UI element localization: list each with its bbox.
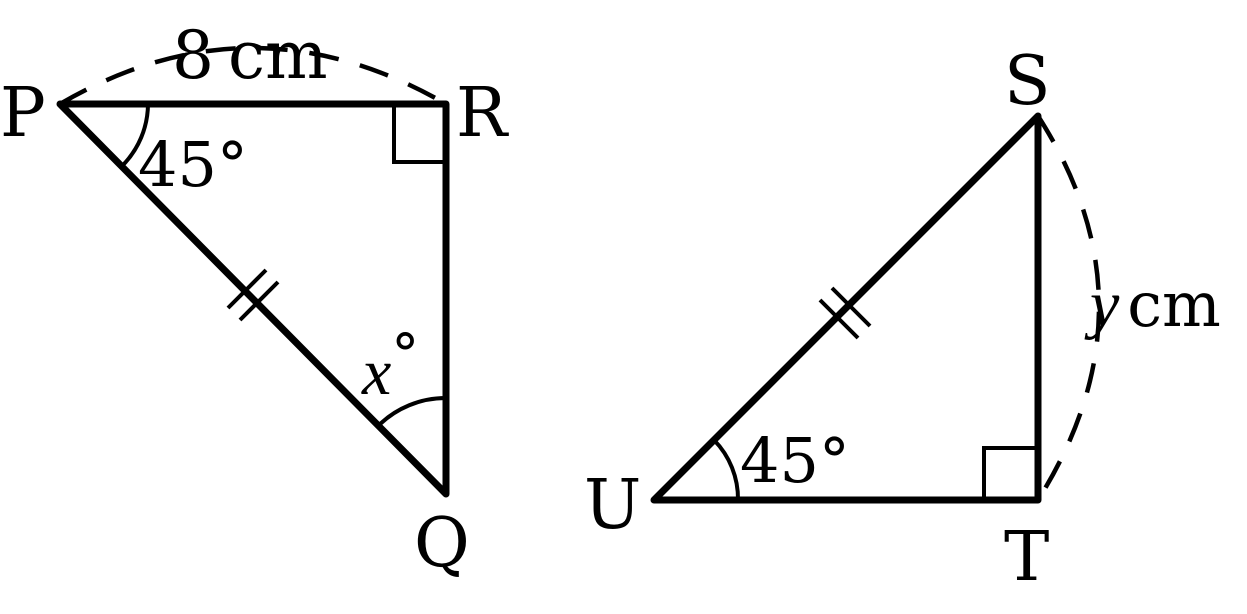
side-st-variable: y <box>1084 268 1120 341</box>
vertex-label-s: S <box>1004 42 1051 121</box>
vertex-label-r: R <box>456 74 509 153</box>
vertex-label-t: T <box>1004 518 1049 597</box>
right-angle-marker-r <box>392 104 446 164</box>
angle-label-q: x° <box>361 323 419 409</box>
dimension-arc-st <box>1036 114 1102 502</box>
angle-q-degree: ° <box>391 323 419 388</box>
equal-tick-marks-us <box>818 286 872 340</box>
vertex-label-u: U <box>584 466 641 545</box>
equal-tick-marks-pq <box>226 268 280 322</box>
side-pr-unit: cm <box>228 17 328 94</box>
vertex-label-p: P <box>0 74 46 153</box>
triangle-pqr-sides <box>56 100 450 498</box>
triangle-stu-sides <box>650 112 1042 504</box>
angle-label-u: 45° <box>740 424 850 497</box>
angle-arc-q <box>376 395 447 428</box>
angle-label-p: 45° <box>138 128 248 201</box>
angle-arc-p <box>120 103 150 168</box>
angle-q-variable: x <box>361 336 391 409</box>
vertex-label-q: Q <box>414 504 470 583</box>
angle-arc-u <box>712 438 741 501</box>
right-angle-marker-t <box>982 446 1038 500</box>
dimension-arc-pr <box>58 45 448 106</box>
side-pr-value: 8 <box>172 17 214 94</box>
side-st-unit: cm <box>1127 268 1221 341</box>
